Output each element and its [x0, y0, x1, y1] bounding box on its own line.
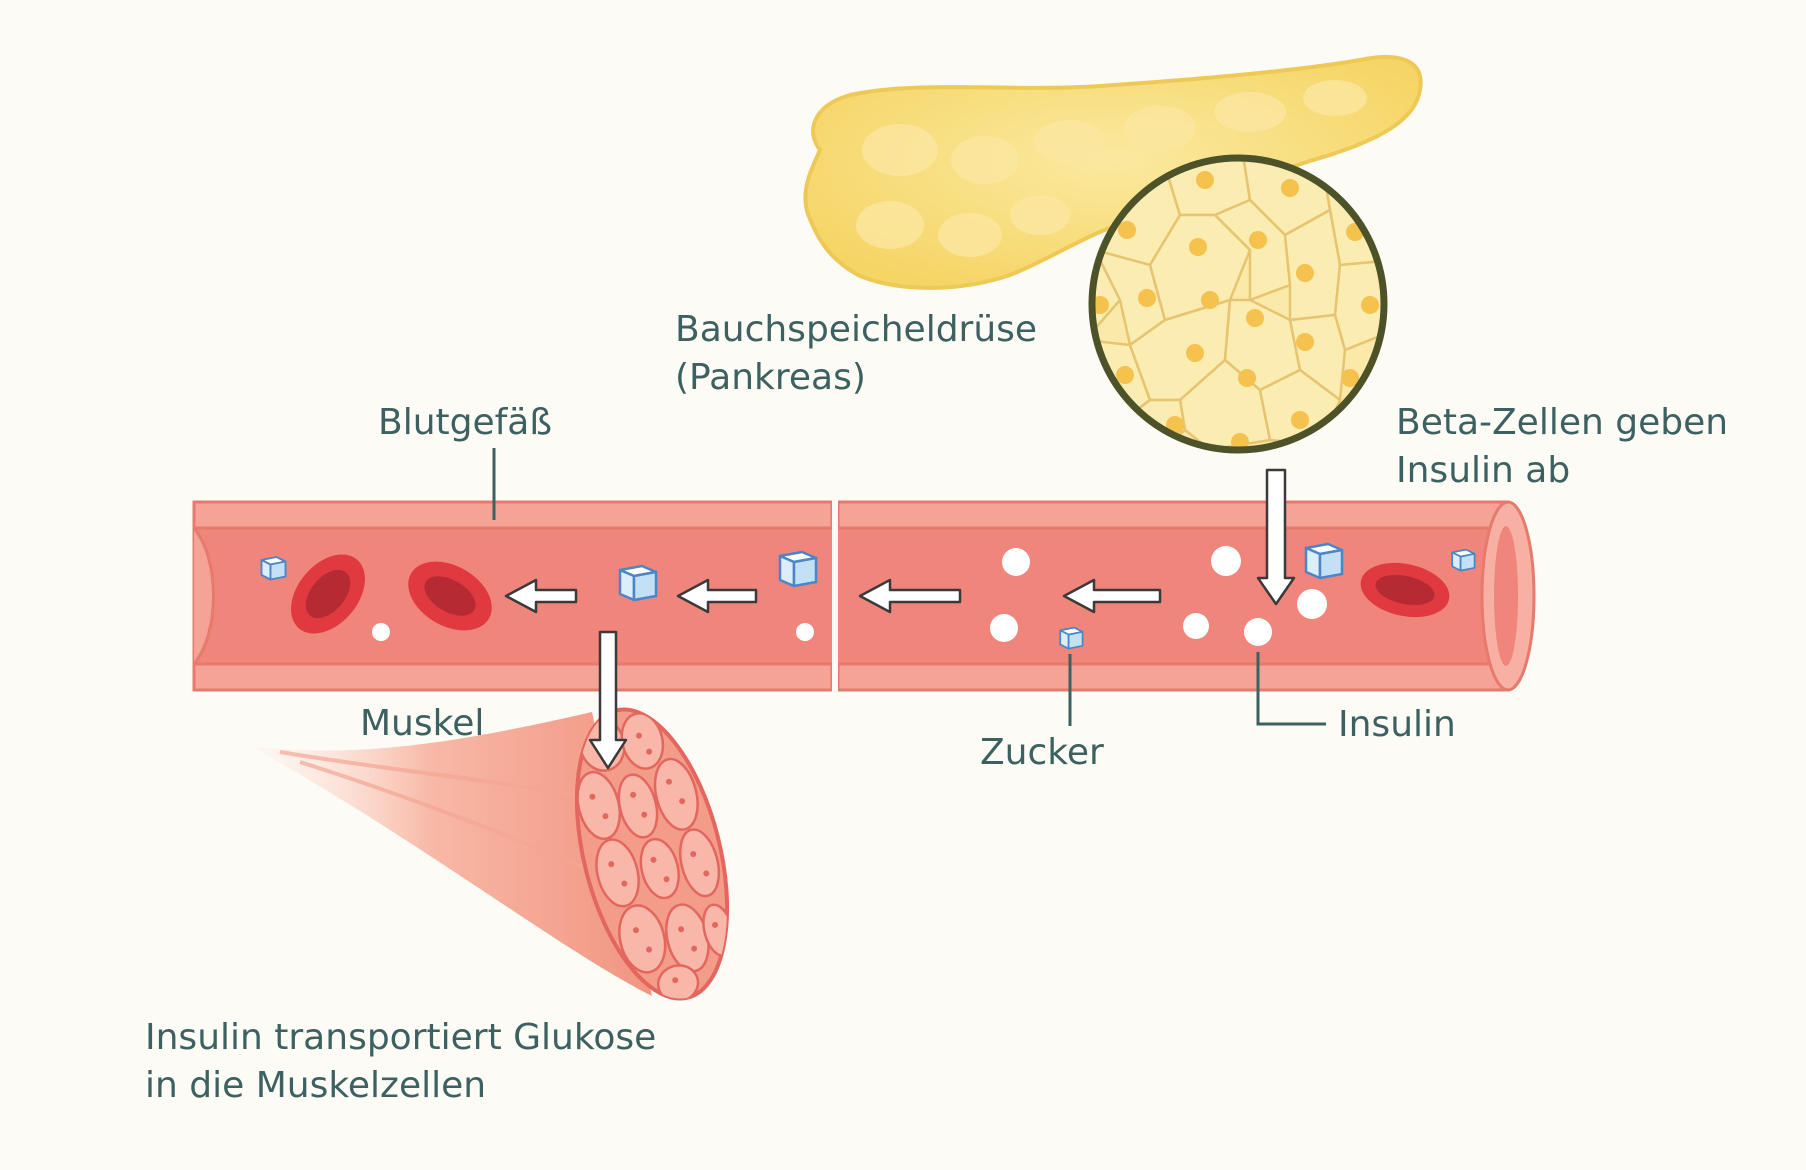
blood-flow-arrows: [504, 578, 1162, 614]
red-blood-cell: [408, 561, 492, 631]
insulin-dot: [1244, 618, 1272, 646]
sugar-cube: [778, 550, 818, 588]
sugar-cube: [1059, 626, 1084, 650]
insulin-leader-line: [1256, 652, 1326, 726]
vessel-label: Blutgefäß: [378, 402, 553, 443]
pancreas-label: Bauchspeicheldrüse: [675, 309, 1038, 350]
flow-arrow-left-icon: [676, 578, 758, 614]
muscle-bundle: [250, 707, 735, 1003]
sugar-cube: [1304, 542, 1344, 580]
red-blood-cells: [291, 554, 1450, 634]
transport-caption-line2: in die Muskelzellen: [145, 1065, 487, 1106]
insulin-dot: [1183, 613, 1209, 639]
insulin-dot: [372, 623, 390, 641]
leader-lines: [492, 448, 1326, 726]
pancreas-sublabel: (Pankreas): [675, 357, 866, 398]
insulin-release-arrow-icon: [1256, 468, 1296, 606]
insulin-dot: [1297, 589, 1327, 619]
beta-cells-label: Beta-Zellen geben: [1396, 402, 1729, 443]
sugar-cubes: [260, 542, 1476, 650]
red-blood-cell: [291, 554, 365, 634]
flow-arrow-left-icon: [504, 578, 578, 614]
insulin-molecules: [372, 546, 1327, 646]
beta-cells-sublabel: Insulin ab: [1396, 450, 1571, 491]
insulin-dot: [1211, 546, 1241, 576]
flow-arrow-left-icon: [1062, 578, 1162, 614]
glucose-transport-arrow-icon: [588, 630, 628, 770]
sugar-cube: [618, 564, 658, 602]
insulin-dot: [1002, 548, 1030, 576]
pancreas: [803, 55, 1423, 290]
insulin-dot: [990, 614, 1018, 642]
muscle-label: Muskel: [360, 703, 485, 744]
sugar-cube: [260, 556, 287, 581]
insulin-dot: [796, 623, 814, 641]
sugar-label: Zucker: [980, 732, 1104, 773]
flow-arrow-left-icon: [858, 578, 962, 614]
sugar-cube: [1451, 548, 1476, 572]
red-blood-cell: [1360, 562, 1450, 618]
transport-caption: Insulin transportiert Glukose: [145, 1017, 657, 1058]
insulin-label: Insulin: [1338, 704, 1456, 745]
